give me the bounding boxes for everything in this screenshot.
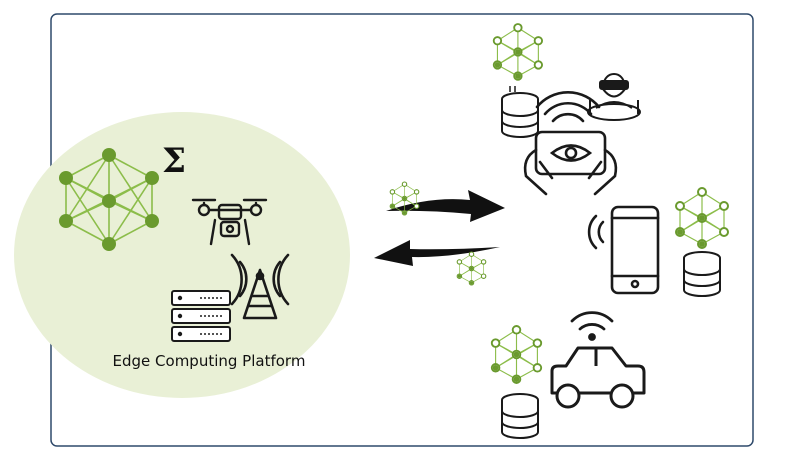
database-icon — [501, 393, 539, 439]
database-icon — [501, 92, 539, 138]
smartphone-icon — [587, 205, 660, 295]
radio-tower-icon — [230, 253, 290, 320]
sigma-icon: Σ — [162, 141, 186, 181]
arrow-left-icon — [374, 240, 500, 266]
arrow-right-icon — [386, 190, 505, 222]
database-icon — [683, 251, 721, 297]
drone-icon — [191, 198, 268, 246]
server-rack-icon — [171, 290, 231, 342]
car-icon — [550, 346, 646, 409]
tablet-eye-icon — [523, 90, 618, 196]
edge-platform-cloud — [14, 112, 350, 398]
edge-platform-label: Edge Computing Platform — [112, 352, 306, 370]
wifi-icon — [570, 311, 614, 341]
neural-network-icon — [59, 148, 159, 251]
